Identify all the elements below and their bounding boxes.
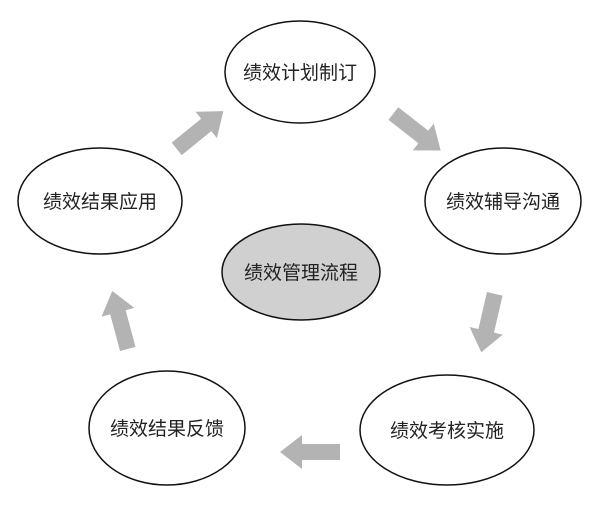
node-assessment: 绩效考核实施 [359, 374, 535, 486]
center-node: 绩效管理流程 [221, 223, 381, 321]
node-plan-label: 绩效计划制订 [243, 62, 357, 84]
node-coaching-label: 绩效辅导沟通 [446, 191, 560, 213]
node-application-label: 绩效结果应用 [43, 191, 157, 213]
node-feedback-label: 绩效结果反馈 [110, 418, 224, 440]
node-coaching: 绩效辅导沟通 [424, 147, 582, 255]
node-assessment-label: 绩效考核实施 [390, 420, 504, 442]
node-feedback: 绩效结果反馈 [88, 370, 246, 486]
center-node-label: 绩效管理流程 [244, 262, 358, 284]
node-application: 绩效结果应用 [17, 147, 183, 255]
arrow-application-to-plan [165, 97, 235, 163]
arrow-assessment-to-feedback [280, 435, 340, 469]
arrow-plan-to-coaching [382, 100, 452, 164]
arrow-feedback-to-application [95, 286, 145, 354]
arrow-coaching-to-assessment [464, 289, 512, 357]
node-plan: 绩效计划制订 [224, 20, 376, 124]
